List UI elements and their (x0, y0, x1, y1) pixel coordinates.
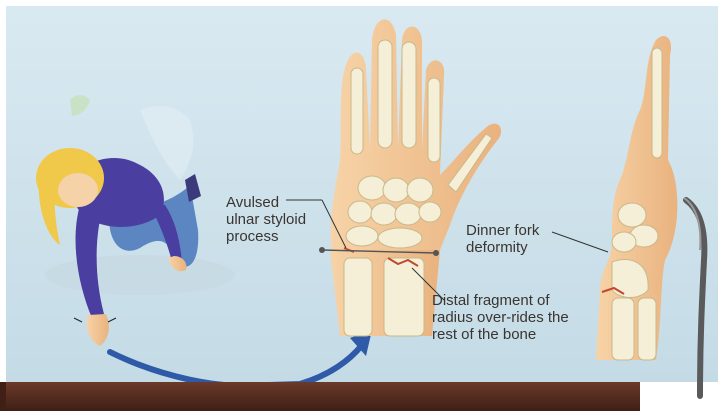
label-avulsed-ulnar-styloid: Avulsed ulnar styloid process (226, 194, 306, 245)
bottom-bar (6, 382, 640, 411)
label-dinner-fork: Dinner fork deformity (466, 222, 539, 256)
label-distal-fragment: Distal fragment of radius over-rides the… (432, 292, 569, 343)
